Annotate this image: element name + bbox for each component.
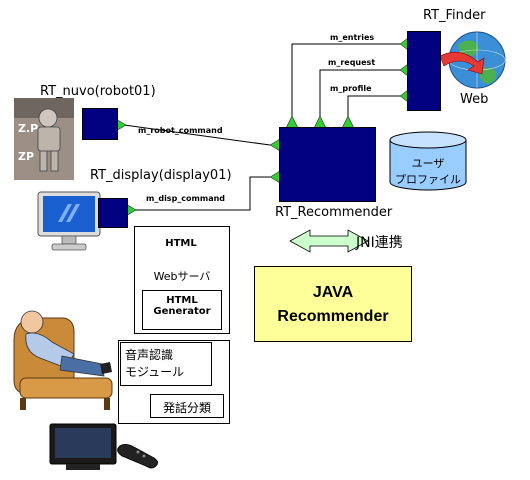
globe-icon — [439, 31, 506, 89]
port-label-request: m_request — [328, 58, 376, 67]
finder-component[interactable] — [407, 31, 441, 111]
monitor-icon — [37, 191, 101, 251]
web-server-label: Webサーバ — [153, 270, 211, 283]
finder-title: RT_Finder — [423, 8, 486, 23]
nuvo-component[interactable] — [82, 108, 118, 140]
database-label-line2: プロファイル — [395, 173, 461, 186]
speech-line1: 音声認識 — [125, 348, 174, 362]
java-line2: Recommender — [277, 308, 389, 325]
display-component[interactable] — [98, 198, 128, 228]
remote-control-icon — [117, 444, 158, 469]
display-title: RT_display(display01) — [90, 168, 232, 183]
html-generator-line1: HTML — [166, 295, 198, 306]
port-label-profile: m_profile — [330, 84, 372, 93]
nuvo-title: RT_nuvo(robot01) — [40, 84, 156, 99]
html-icon-label: HTML — [165, 238, 197, 249]
recommender-component[interactable] — [279, 127, 376, 202]
recommender-title: RT_Recommender — [275, 205, 393, 220]
svg-text:ZP: ZP — [18, 150, 34, 163]
java-recommender-box[interactable]: JAVA Recommender — [254, 266, 412, 342]
port-label-robot-command: m_robot_command — [138, 126, 223, 135]
database-label: ユーザ プロファイル — [392, 156, 464, 188]
database-label-line1: ユーザ — [411, 157, 445, 170]
port-label-disp-command: m_disp_command — [146, 194, 226, 203]
database-cylinder — [389, 131, 467, 191]
connector-profile — [347, 95, 402, 118]
port-label-entries: m_entries — [330, 33, 375, 42]
speech-line2: モジュール — [125, 365, 185, 379]
connector-entries — [291, 43, 402, 118]
connector-disp-command — [134, 176, 270, 211]
utterance-classify-box[interactable]: 発話分類 — [150, 394, 224, 418]
tv-icon — [49, 423, 117, 470]
html-generator-line2: Generator — [153, 306, 211, 317]
speech-recognition-box[interactable]: 音声認識 モジュール — [120, 342, 212, 386]
svg-text:Z.P: Z.P — [18, 122, 38, 135]
java-line1: JAVA — [312, 284, 354, 301]
robot-photo-icon: Z.P ZP — [14, 98, 74, 180]
jni-label: JNI連携 — [356, 235, 403, 251]
jni-double-arrow — [289, 229, 369, 253]
connector-request — [319, 69, 402, 118]
utterance-classify-label: 発話分類 — [162, 401, 211, 415]
html-generator-box[interactable]: HTML Generator — [142, 290, 222, 330]
web-label: Web — [460, 92, 489, 107]
person-on-sofa-icon — [13, 310, 113, 410]
connector-robot-command — [123, 124, 271, 146]
